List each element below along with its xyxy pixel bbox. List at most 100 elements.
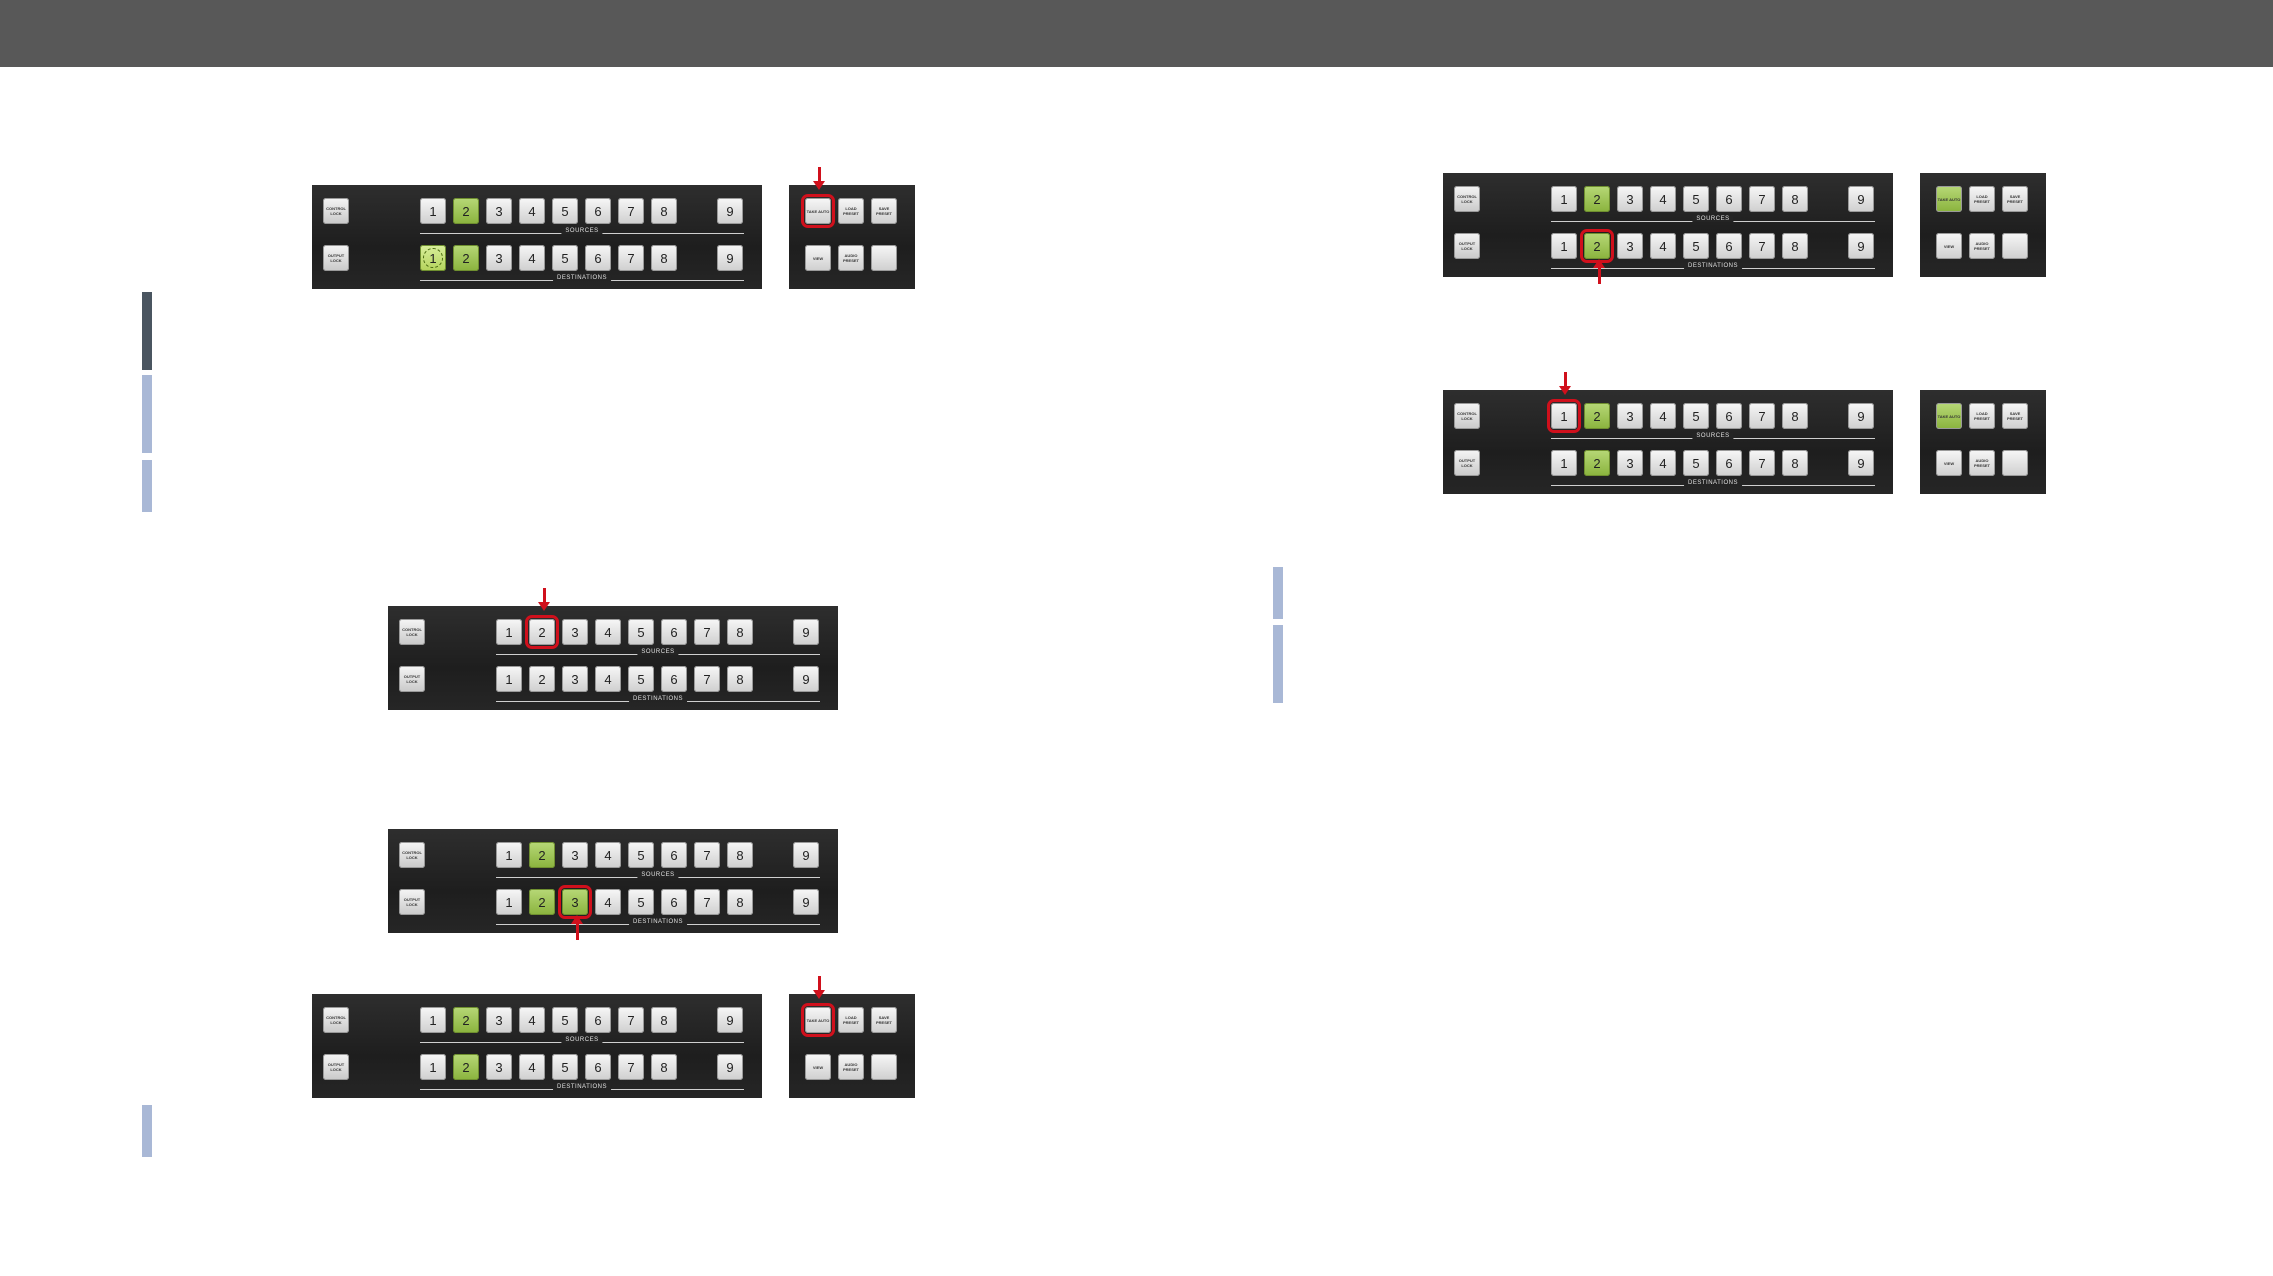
destination-button-6[interactable]: 6: [661, 889, 687, 915]
blank-button[interactable]: [2002, 233, 2028, 259]
source-button-7[interactable]: 7: [694, 619, 720, 645]
output-lock-button[interactable]: OUTPUT LOCK: [399, 889, 425, 915]
control-lock-button[interactable]: CONTROL LOCK: [323, 1007, 349, 1033]
source-button-2[interactable]: 2: [529, 842, 555, 868]
destination-button-8[interactable]: 8: [651, 1054, 677, 1080]
source-button-7[interactable]: 7: [1749, 186, 1775, 212]
destination-button-6[interactable]: 6: [585, 1054, 611, 1080]
source-button-6[interactable]: 6: [661, 619, 687, 645]
destination-button-8[interactable]: 8: [727, 889, 753, 915]
output-lock-button[interactable]: OUTPUT LOCK: [1454, 233, 1480, 259]
control-lock-button[interactable]: CONTROL LOCK: [399, 842, 425, 868]
destination-button-4[interactable]: 4: [595, 889, 621, 915]
source-button-9[interactable]: 9: [717, 198, 743, 224]
output-lock-button[interactable]: OUTPUT LOCK: [399, 666, 425, 692]
source-button-4[interactable]: 4: [1650, 403, 1676, 429]
destination-button-1[interactable]: 1: [420, 245, 446, 271]
source-button-9[interactable]: 9: [1848, 403, 1874, 429]
blank-button[interactable]: [871, 245, 897, 271]
control-lock-button[interactable]: CONTROL LOCK: [1454, 403, 1480, 429]
destination-button-8[interactable]: 8: [651, 245, 677, 271]
destination-button-6[interactable]: 6: [1716, 233, 1742, 259]
source-button-5[interactable]: 5: [1683, 403, 1709, 429]
load-preset-button[interactable]: LOAD PRESET: [1969, 403, 1995, 429]
control-lock-button[interactable]: CONTROL LOCK: [1454, 186, 1480, 212]
output-lock-button[interactable]: OUTPUT LOCK: [323, 245, 349, 271]
destination-button-3[interactable]: 3: [1617, 450, 1643, 476]
source-button-5[interactable]: 5: [1683, 186, 1709, 212]
destination-button-5[interactable]: 5: [1683, 233, 1709, 259]
destination-button-4[interactable]: 4: [519, 245, 545, 271]
source-button-8[interactable]: 8: [727, 842, 753, 868]
take-auto-button[interactable]: TAKE AUTO: [801, 194, 835, 228]
destination-button-3[interactable]: 3: [486, 245, 512, 271]
destination-button-7[interactable]: 7: [618, 245, 644, 271]
destination-button-2[interactable]: 2: [1580, 229, 1614, 263]
source-button-3[interactable]: 3: [486, 1007, 512, 1033]
load-preset-button[interactable]: LOAD PRESET: [1969, 186, 1995, 212]
destination-button-5[interactable]: 5: [552, 245, 578, 271]
destination-button-7[interactable]: 7: [1749, 233, 1775, 259]
destination-button-1[interactable]: 1: [420, 1054, 446, 1080]
destination-button-6[interactable]: 6: [585, 245, 611, 271]
save-preset-button[interactable]: SAVE PRESET: [871, 1007, 897, 1033]
source-button-2[interactable]: 2: [1584, 403, 1610, 429]
destination-button-5[interactable]: 5: [1683, 450, 1709, 476]
source-button-5[interactable]: 5: [628, 842, 654, 868]
source-button-9[interactable]: 9: [717, 1007, 743, 1033]
source-button-6[interactable]: 6: [1716, 186, 1742, 212]
destination-button-9[interactable]: 9: [717, 1054, 743, 1080]
source-button-5[interactable]: 5: [552, 1007, 578, 1033]
load-preset-button[interactable]: LOAD PRESET: [838, 198, 864, 224]
destination-button-7[interactable]: 7: [694, 889, 720, 915]
source-button-1[interactable]: 1: [420, 198, 446, 224]
control-lock-button[interactable]: CONTROL LOCK: [399, 619, 425, 645]
destination-button-6[interactable]: 6: [661, 666, 687, 692]
view-button[interactable]: VIEW: [1936, 450, 1962, 476]
save-preset-button[interactable]: SAVE PRESET: [871, 198, 897, 224]
destination-button-2[interactable]: 2: [453, 245, 479, 271]
destination-button-9[interactable]: 9: [793, 889, 819, 915]
source-button-3[interactable]: 3: [562, 619, 588, 645]
destination-button-7[interactable]: 7: [1749, 450, 1775, 476]
take-auto-button[interactable]: TAKE AUTO: [1936, 186, 1962, 212]
source-button-8[interactable]: 8: [1782, 403, 1808, 429]
source-button-7[interactable]: 7: [618, 1007, 644, 1033]
load-preset-button[interactable]: LOAD PRESET: [838, 1007, 864, 1033]
destination-button-7[interactable]: 7: [694, 666, 720, 692]
destination-button-9[interactable]: 9: [1848, 233, 1874, 259]
source-button-4[interactable]: 4: [519, 1007, 545, 1033]
source-button-4[interactable]: 4: [595, 842, 621, 868]
source-button-1[interactable]: 1: [420, 1007, 446, 1033]
destination-button-9[interactable]: 9: [793, 666, 819, 692]
destination-button-3[interactable]: 3: [558, 885, 592, 919]
source-button-6[interactable]: 6: [1716, 403, 1742, 429]
output-lock-button[interactable]: OUTPUT LOCK: [323, 1054, 349, 1080]
source-button-3[interactable]: 3: [1617, 403, 1643, 429]
source-button-7[interactable]: 7: [1749, 403, 1775, 429]
source-button-6[interactable]: 6: [585, 1007, 611, 1033]
source-button-6[interactable]: 6: [661, 842, 687, 868]
audio-preset-button[interactable]: AUDIO PRESET: [1969, 450, 1995, 476]
source-button-9[interactable]: 9: [793, 619, 819, 645]
control-lock-button[interactable]: CONTROL LOCK: [323, 198, 349, 224]
blank-button[interactable]: [871, 1054, 897, 1080]
source-button-3[interactable]: 3: [1617, 186, 1643, 212]
destination-button-3[interactable]: 3: [486, 1054, 512, 1080]
output-lock-button[interactable]: OUTPUT LOCK: [1454, 450, 1480, 476]
source-button-3[interactable]: 3: [562, 842, 588, 868]
source-button-4[interactable]: 4: [595, 619, 621, 645]
destination-button-1[interactable]: 1: [496, 889, 522, 915]
source-button-8[interactable]: 8: [651, 1007, 677, 1033]
audio-preset-button[interactable]: AUDIO PRESET: [1969, 233, 1995, 259]
destination-button-5[interactable]: 5: [552, 1054, 578, 1080]
source-button-7[interactable]: 7: [694, 842, 720, 868]
source-button-2[interactable]: 2: [453, 1007, 479, 1033]
destination-button-1[interactable]: 1: [496, 666, 522, 692]
destination-button-8[interactable]: 8: [1782, 450, 1808, 476]
audio-preset-button[interactable]: AUDIO PRESET: [838, 1054, 864, 1080]
source-button-4[interactable]: 4: [1650, 186, 1676, 212]
take-auto-button[interactable]: TAKE AUTO: [801, 1003, 835, 1037]
destination-button-7[interactable]: 7: [618, 1054, 644, 1080]
view-button[interactable]: VIEW: [805, 245, 831, 271]
